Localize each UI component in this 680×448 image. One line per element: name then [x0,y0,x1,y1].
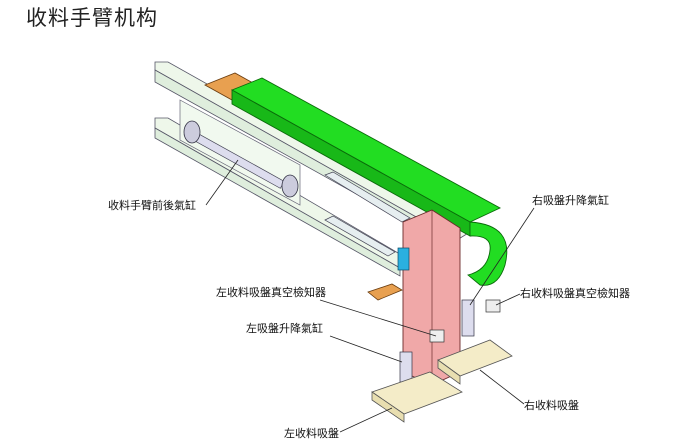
right-lift-cylinder [461,299,475,337]
leader-left-suction [339,407,393,433]
front-back-cylinder [183,120,299,198]
pink-carriage-plate [397,209,461,386]
label-right-vacuum-detector: 右收料吸盤真空檢知器 [520,286,630,300]
label-left-vacuum-detector: 左收料吸盤真空檢知器 [216,285,326,299]
linear-guides [324,171,411,257]
orange-bracket-side [367,283,403,301]
left-lift-cylinder [399,351,413,383]
label-left-lift-cylinder: 左吸盤升降氣缸 [246,321,323,335]
left-suction-base [371,371,463,423]
page-title: 收料手臂机构 [26,6,158,30]
label-right-suction: 右收料吸盤 [524,398,579,412]
right-suction-base [437,339,513,385]
leader-left-lift-cylinder [329,335,403,363]
leader-right-lift-cylinder [469,207,535,306]
green-belt [230,77,508,286]
label-right-lift-cylinder: 右吸盤升降氣缸 [532,193,609,207]
leader-front-back-cylinder [205,159,239,206]
left-vacuum-detector [429,329,445,343]
blue-sensor [397,247,410,271]
label-front-back-cylinder: 收料手臂前後氣缸 [108,198,196,212]
leader-right-suction [479,369,525,405]
label-left-suction: 左收料吸盤 [284,426,339,440]
right-vacuum-detector [485,299,501,313]
leader-right-vacuum-detector [495,293,521,306]
leader-left-vacuum-detector [319,299,437,337]
